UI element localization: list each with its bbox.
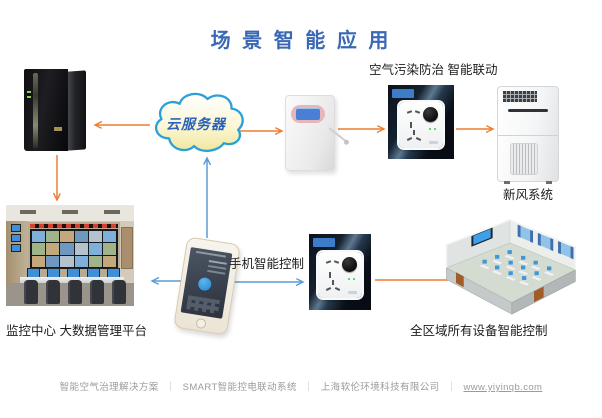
desk-monitor: [88, 269, 99, 277]
phone-text-lines: [208, 260, 227, 265]
video-wall: [30, 229, 118, 269]
phone-home-button: [195, 317, 207, 330]
cloud-server-label: 云服务器: [166, 116, 226, 132]
socket-pin-hole: [325, 287, 332, 291]
socket-brand-badge: [313, 238, 335, 247]
office-chair: [68, 280, 82, 304]
footer-separator: ｜: [303, 382, 314, 393]
footer: 智能空气治理解决方案 ｜ SMART智能控电联动系统 ｜ 上海软伦环境科技有限公司 ｜ ww…: [0, 379, 602, 393]
cloud-icon: 云服务器: [148, 88, 244, 158]
label-all-area-control: 全区域所有设备智能控制: [410, 324, 548, 338]
wall-screen: [12, 245, 20, 251]
socket-knob-icon: [342, 257, 357, 273]
socket-pin-hole: [406, 136, 413, 141]
purifier-vent-slot: [508, 109, 548, 112]
footer-separator: ｜: [446, 382, 457, 393]
wall-screen: [12, 225, 20, 231]
footer-item-solution: 智能空气治理解决方案: [59, 382, 159, 393]
office-room-3d-icon: [428, 214, 588, 318]
server-led-lights: [27, 91, 31, 99]
socket-knob-icon: [423, 106, 438, 122]
label-air-pollution-linkage: 空气污染防治 智能联动: [369, 63, 498, 77]
socket-led-indicator: [348, 278, 350, 281]
socket-slot: [329, 272, 331, 279]
ceiling-light: [104, 210, 120, 214]
room-ceiling: [6, 205, 134, 222]
phone-screen: [180, 247, 233, 319]
label-fresh-air-system: 新风系统: [502, 188, 553, 202]
desk-monitor: [48, 269, 59, 277]
socket-brand-badge: [392, 89, 414, 98]
air-quality-monitor-icon: [285, 95, 347, 171]
socket-slot: [410, 121, 412, 128]
socket-pin-hole: [414, 110, 421, 114]
socket-logo: [348, 291, 357, 295]
footer-item-company: 上海软伦环境科技有限公司: [320, 382, 440, 393]
socket-pin-hole: [415, 136, 422, 141]
desk-monitor: [68, 269, 79, 277]
socket-pin-hole: [412, 129, 415, 135]
led-ticker-strip: [30, 224, 118, 228]
room-door: [121, 227, 133, 269]
monitor-lcd-screen: [296, 108, 320, 120]
office-chair: [46, 280, 60, 304]
purifier-foot: [504, 181, 510, 184]
purifier-bottom-grille: [510, 143, 538, 175]
socket-logo: [429, 140, 438, 144]
phone-control-button: [197, 276, 213, 292]
ceiling-light: [62, 210, 78, 214]
server-label-tag: [54, 127, 62, 131]
office-chair: [90, 280, 104, 304]
purifier-top-grille: [503, 91, 537, 102]
ceiling-light: [20, 210, 36, 214]
monitoring-center-photo: [6, 205, 134, 306]
label-monitoring-center: 监控中心 大数据管理平台: [6, 324, 147, 338]
socket-pin-hole: [331, 280, 334, 286]
page-title: 场 景 智 能 应 用: [210, 30, 392, 52]
office-chair: [24, 280, 38, 304]
server-front-panel: [24, 69, 68, 151]
smartphone-icon: [173, 236, 241, 336]
socket-pin-hole: [334, 287, 341, 291]
label-phone-control: 手机智能控制: [229, 257, 305, 271]
socket-pin-hole: [406, 110, 413, 114]
desk-monitor: [28, 269, 39, 277]
server-tower-icon: [24, 69, 86, 151]
footer-separator: ｜: [165, 382, 176, 393]
footer-website-link[interactable]: www.yiyinqb.com: [463, 382, 543, 393]
server-side-panel: [68, 70, 86, 151]
purifier-foot: [546, 181, 552, 184]
smart-socket-icon: [388, 85, 454, 159]
office-chair: [112, 280, 126, 304]
socket-plate: [399, 101, 443, 148]
footer-item-system: SMART智能控电联动系统: [182, 382, 297, 393]
purifier-seam: [498, 135, 558, 136]
server-glass-stripe: [33, 73, 38, 149]
socket-led-indicator: [353, 278, 355, 281]
fresh-air-purifier-icon: [497, 86, 559, 184]
socket-plate: [318, 252, 362, 299]
socket-pin-hole: [333, 260, 340, 264]
socket-pin-hole: [325, 260, 332, 264]
socket-led-indicator: [429, 127, 431, 130]
left-wall: [6, 221, 28, 283]
phone-status-bar: [196, 250, 226, 258]
socket-led-indicator: [434, 127, 436, 130]
wall-screen: [12, 235, 20, 241]
smart-socket-icon: [309, 234, 371, 310]
desk-monitor: [108, 269, 119, 277]
phone-app-grid: [186, 295, 220, 315]
